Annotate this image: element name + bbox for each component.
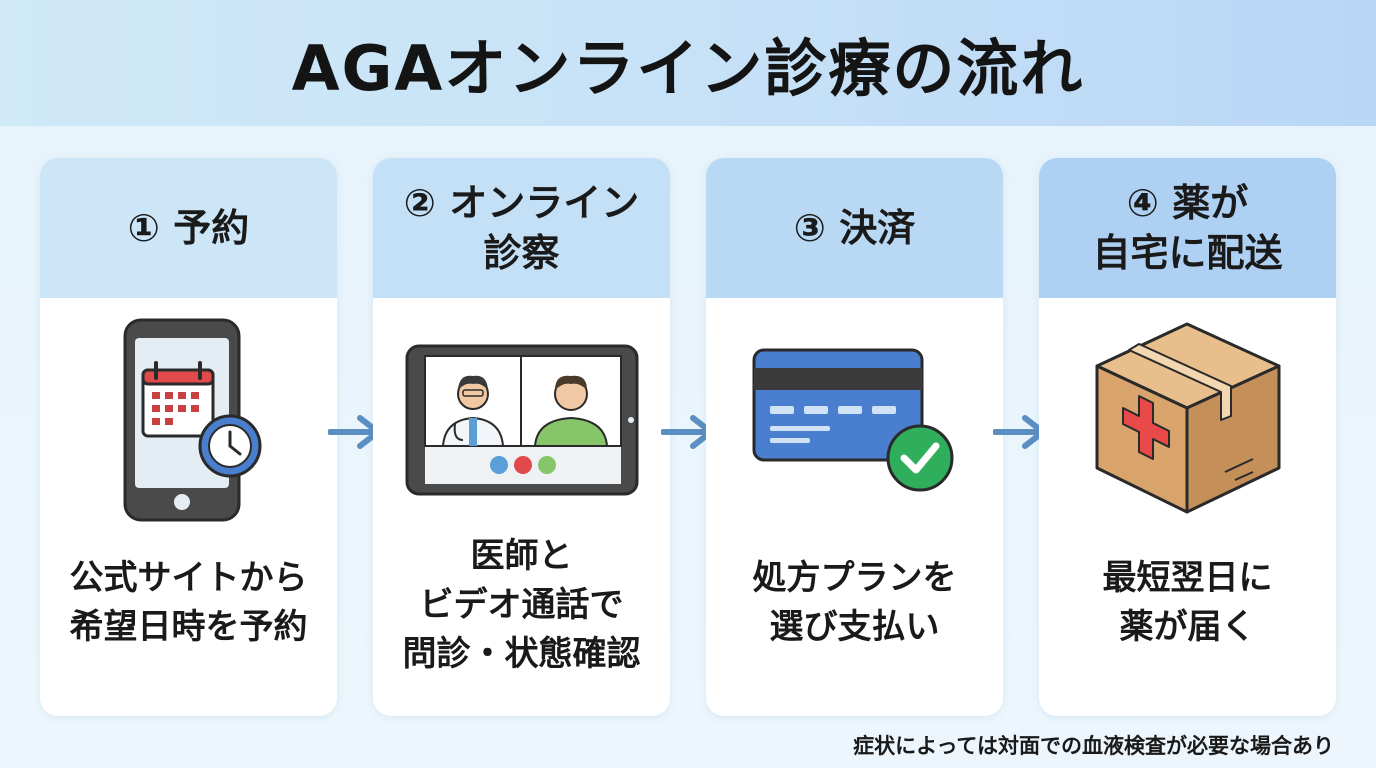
smartphone-calendar-clock-icon (40, 308, 337, 528)
step-card-reservation: ① 予約 公式サイトから 希望日時を予約 (40, 158, 337, 716)
credit-card-check-icon (706, 308, 1003, 528)
footnote: 症状によっては対面での血液検査が必要な場合あり (853, 734, 1334, 758)
step-description: 最短翌日に 薬が届く (1039, 533, 1336, 673)
step-title: ③ 決済 (793, 206, 916, 250)
step-description-line: ビデオ通話で (419, 584, 624, 625)
step-title: ④ 薬が (1126, 181, 1249, 225)
step-description: 処方プランを 選び支払い (706, 533, 1003, 673)
step-title: 診察 (483, 231, 560, 275)
step-description-line: 薬が届く (1119, 607, 1256, 647)
step-description-line: 最短翌日に (1102, 558, 1273, 598)
step-description-line: 選び支払い (769, 607, 940, 647)
step-card-online-consultation: ② オンライン 診察 医師と ビデオ通話で 問診・状態確認 (373, 158, 670, 716)
page-title: AGAオンライン診療の流れ (291, 32, 1085, 105)
step-card-payment: ③ 決済 処方プランを 選び支払い (706, 158, 1003, 716)
step-description-line: 処方プランを (752, 558, 957, 598)
step-title: ① 予約 (127, 206, 250, 250)
step-description-line: 医師と (470, 535, 573, 576)
step-header: ③ 決済 (706, 158, 1003, 298)
step-description: 公式サイトから 希望日時を予約 (40, 533, 337, 673)
step-description-line: 希望日時を予約 (69, 607, 308, 647)
step-description: 医師と ビデオ通話で 問診・状態確認 (373, 520, 670, 690)
step-card-home-delivery: ④ 薬が 自宅に配送 最短翌日に 薬が届く (1039, 158, 1336, 716)
step-title: 自宅に配送 (1092, 231, 1283, 275)
step-description-line: 公式サイトから (69, 558, 308, 598)
step-description-line: 問診・状態確認 (402, 633, 641, 674)
tablet-video-call-icon (373, 308, 670, 528)
step-header: ② オンライン 診察 (373, 158, 670, 298)
step-header: ④ 薬が 自宅に配送 (1039, 158, 1336, 298)
header-banner: AGAオンライン診療の流れ (0, 0, 1376, 126)
medicine-box-icon (1039, 308, 1336, 528)
step-title: ② オンライン (403, 181, 640, 225)
step-header: ① 予約 (40, 158, 337, 298)
